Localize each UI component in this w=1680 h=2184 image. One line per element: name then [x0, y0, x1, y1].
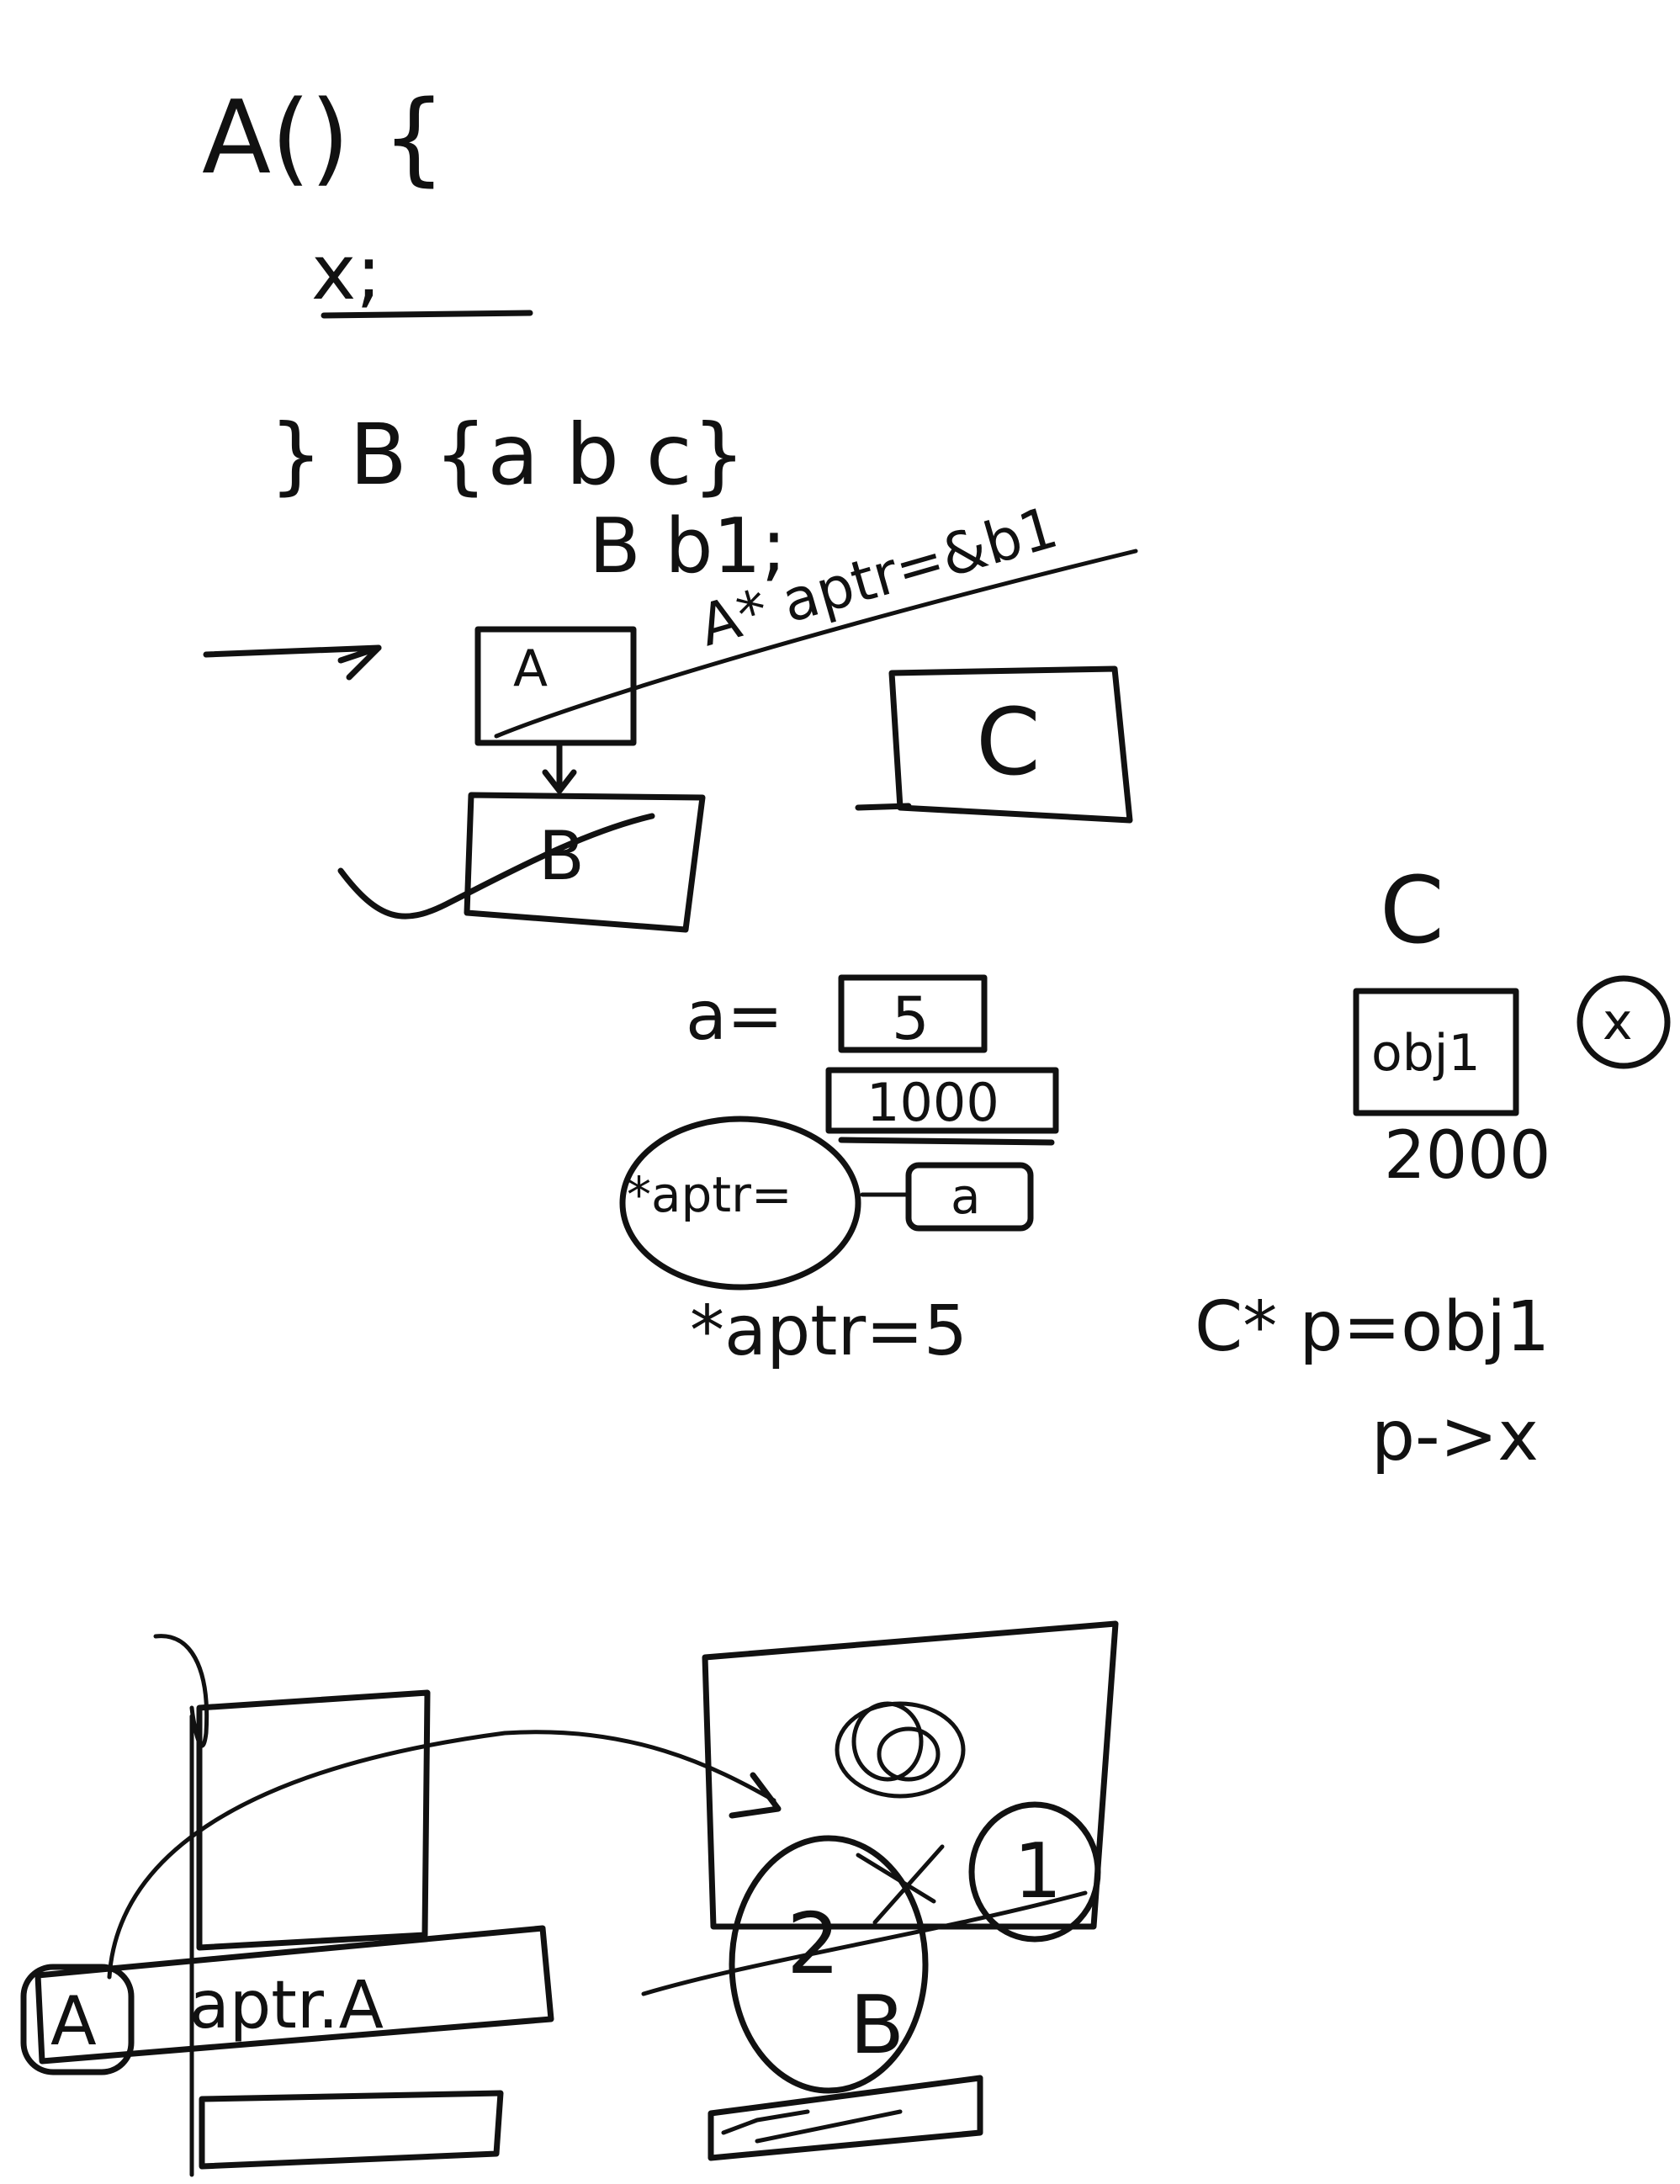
p-arrow-statement: p->x — [1371, 1397, 1539, 1476]
member-x-circle — [1577, 975, 1671, 1069]
scribble-circle-2 — [851, 1701, 924, 1782]
b1-object-declaration: B b1; — [589, 502, 787, 591]
c-class-label: C — [1380, 856, 1444, 964]
connector-arrow-head — [729, 1772, 782, 1819]
address-2000: 2000 — [1384, 1118, 1551, 1194]
member-x-circled: x — [1603, 993, 1633, 1052]
address-1000: 1000 — [866, 1072, 999, 1133]
obj1-label: obj1 — [1371, 1024, 1481, 1083]
aptr-circle — [619, 1116, 861, 1291]
cell-a — [838, 974, 988, 1053]
num-2: 2 — [787, 1895, 840, 1993]
bottom-a-label: A — [50, 1982, 97, 2060]
aptr-cell-value: a — [951, 1168, 981, 1225]
aptr-label: *aptr= — [627, 1166, 792, 1223]
bottom-aptr-label: aptr.A — [189, 1968, 384, 2044]
strike-line-a — [494, 549, 1138, 739]
slot-scribble — [721, 2109, 903, 2144]
aptr-a-box — [34, 1925, 554, 2065]
b-checkmark — [337, 813, 655, 920]
address-underline — [838, 1137, 1055, 1146]
obj1-box — [1353, 988, 1519, 1116]
right-big-box — [702, 1620, 1119, 1930]
strike-line-bottom — [641, 1890, 1088, 1996]
c-pointer-statement: C* p=obj1 — [1195, 1287, 1550, 1367]
var-a-label: a= — [686, 977, 783, 1055]
left-tall-box — [196, 1689, 431, 1951]
cell-address-1000 — [825, 1067, 1059, 1134]
cell-a-value: 5 — [892, 984, 930, 1053]
class-a-declaration: A() { — [202, 80, 446, 197]
scribble-circle — [835, 1701, 966, 1799]
scribble-circle-3 — [877, 1726, 941, 1782]
cross-mark — [856, 1844, 945, 1925]
box-c-label: C — [976, 688, 1041, 796]
box-a-label: A — [513, 639, 548, 698]
box-c-base-line — [855, 803, 912, 811]
circle-1 — [968, 1801, 1101, 1943]
a-to-b-arrow-head — [542, 769, 577, 794]
connector-curve — [107, 1730, 776, 1980]
empty-slot-left — [199, 2090, 504, 2170]
pointer-arrow — [203, 644, 382, 658]
box-c — [888, 665, 1133, 824]
empty-slot-right — [708, 2075, 983, 2161]
left-hook — [153, 1634, 209, 1748]
class-b-declaration: } B {a b c} — [269, 406, 745, 504]
circle-2 — [729, 1835, 929, 2094]
bottom-b-label: B — [850, 1980, 904, 2072]
box-b — [464, 792, 706, 933]
pointer-arrow-head — [337, 644, 382, 681]
box-a — [474, 626, 637, 746]
member-x: x; — [311, 229, 382, 317]
member-x-underline — [321, 310, 533, 319]
circled-a-box — [20, 1964, 135, 2075]
deref-statement: *aptr=5 — [690, 1291, 967, 1371]
